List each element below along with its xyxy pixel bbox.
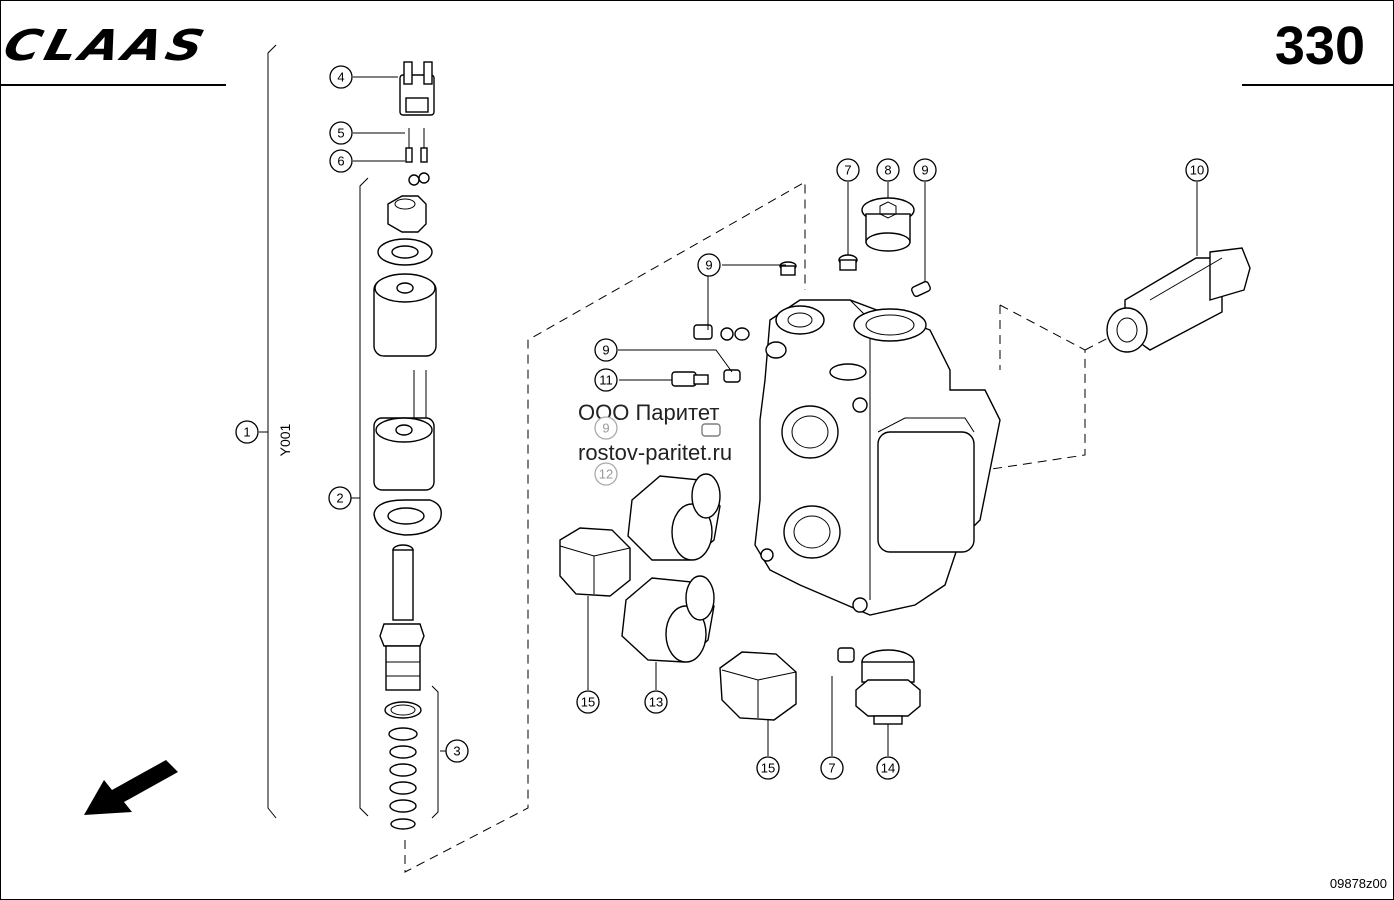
watermark-url: rostov-paritet.ru xyxy=(578,440,733,465)
leader-lines xyxy=(259,76,1198,756)
union-fitting xyxy=(627,473,721,561)
seal-kit-bracket xyxy=(431,685,439,819)
drawing-id: 09878z00 xyxy=(1329,876,1387,891)
small-plug xyxy=(723,369,741,383)
faded-fitting xyxy=(701,423,721,437)
small-plug xyxy=(837,647,855,663)
small-plug xyxy=(911,280,931,298)
pressure-relief-valve xyxy=(1106,247,1251,353)
watermark-company: ООО Паритет xyxy=(578,400,720,425)
plug-connector xyxy=(399,61,435,116)
protective-cap xyxy=(719,651,797,721)
flange-seal xyxy=(373,499,442,536)
valve-block xyxy=(754,299,1001,616)
washer xyxy=(377,238,433,266)
projection-line xyxy=(984,304,1086,471)
valve-cartridge xyxy=(379,544,425,691)
solenoid-coil xyxy=(373,370,435,491)
screw-plug xyxy=(861,197,915,252)
direction-arrow xyxy=(84,760,178,815)
contact-pins xyxy=(405,128,430,186)
assembly-bracket xyxy=(267,44,277,819)
protective-cap xyxy=(559,527,631,597)
small-plug xyxy=(693,324,750,341)
o-ring-set xyxy=(384,701,422,830)
projection-line xyxy=(404,181,806,873)
port-fitting xyxy=(855,649,921,725)
sub-assembly-bracket xyxy=(359,177,369,817)
coil-housing xyxy=(373,273,437,357)
assembly-label: Y001 xyxy=(277,423,293,456)
projection-line xyxy=(1084,336,1111,351)
pressure-fitting xyxy=(671,371,709,387)
page-number: 330 xyxy=(1274,16,1365,76)
coil-nut xyxy=(387,195,427,233)
union-fitting xyxy=(621,575,715,663)
small-plug xyxy=(838,254,858,271)
small-plug xyxy=(779,261,797,276)
